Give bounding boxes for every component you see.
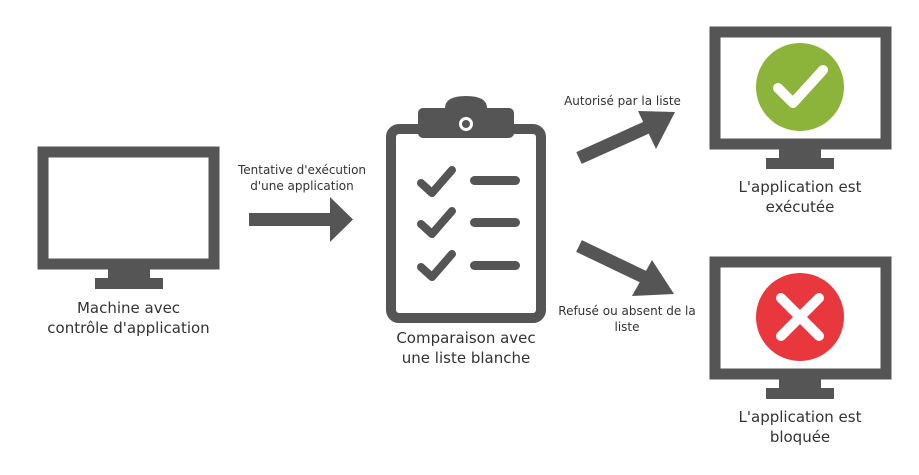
checklist-check-icon — [417, 166, 456, 197]
machine-monitor-icon — [37, 146, 220, 289]
error-cross-icon — [756, 273, 844, 361]
allowed-arrow-icon — [576, 111, 675, 164]
blocked-label: L'application est bloquée — [700, 407, 900, 448]
checklist-check-icon — [417, 207, 456, 238]
blocked-label-line2: bloquée — [769, 428, 831, 447]
whitelist-label-line2: une liste blanche — [401, 349, 531, 368]
blocked-monitor-icon — [709, 256, 892, 399]
refused-edge-label: Refusé ou absent de la liste — [547, 303, 707, 335]
attempt-arrow-icon — [249, 197, 353, 242]
executed-label-line2: exécutée — [765, 198, 835, 217]
machine-label: Machine avec contrôle d'application — [18, 298, 239, 339]
allowed-edge-label: Autorisé par la liste — [550, 93, 695, 109]
checklist-check-icon — [417, 250, 456, 281]
blocked-label-line1: L'application est — [738, 408, 862, 426]
allowed-label: Autorisé par la liste — [564, 94, 681, 108]
clipboard-checklist-icon — [386, 96, 546, 323]
attempt-label-line2: d'une application — [250, 179, 354, 194]
attempt-label-line1: Tentative d'exécution — [237, 163, 367, 177]
executed-monitor-icon — [709, 26, 892, 169]
success-check-icon — [756, 43, 844, 131]
executed-label: L'application est exécutée — [700, 177, 900, 218]
whitelist-label: Comparaison avec une liste blanche — [371, 328, 561, 369]
attempt-edge-label: Tentative d'exécution d'une application — [227, 162, 377, 194]
refused-label-line2: liste — [614, 320, 640, 335]
refused-arrow-icon — [576, 240, 674, 296]
executed-label-line1: L'application est — [738, 178, 862, 196]
machine-label-line1: Machine avec — [76, 299, 181, 317]
whitelist-label-line1: Comparaison avec — [396, 329, 536, 347]
refused-label-line1: Refusé ou absent de la — [558, 304, 696, 318]
machine-label-line2: contrôle d'application — [47, 319, 210, 338]
